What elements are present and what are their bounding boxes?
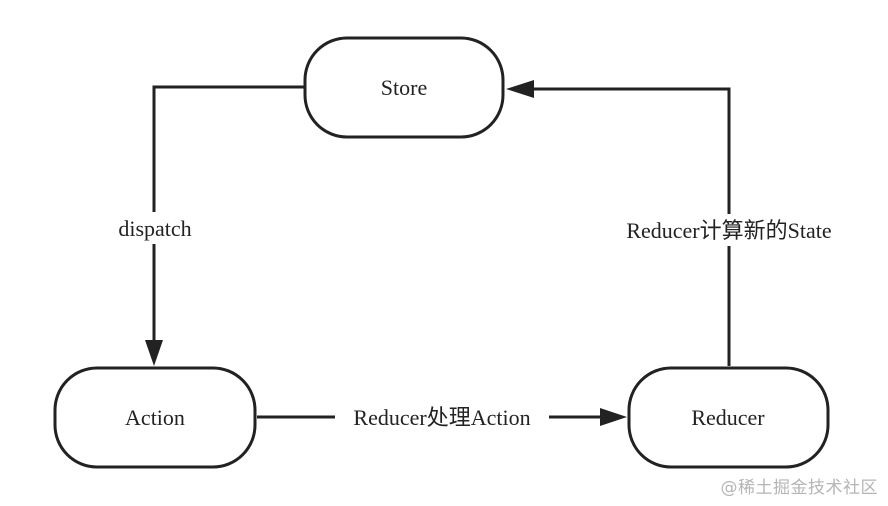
node-reducer-shape [627,366,830,469]
edge-compute-label: Reducer计算新的State [626,218,831,243]
node-reducer-label: Reducer [691,405,765,430]
edge-dispatch-label-bg [108,212,202,244]
node-reducer: Reducer [627,366,830,469]
node-action-shape [53,366,257,469]
edge-process-arrowhead [600,408,627,426]
node-store: Store [303,36,505,139]
node-action: Action [53,366,257,469]
edge-dispatch-label: dispatch [118,216,191,241]
edge-process: Reducer处理Action [257,401,627,433]
edge-dispatch-line [152,85,305,342]
node-store-label: Store [381,75,427,100]
edge-compute-label-bg [606,214,852,246]
edge-compute-arrowhead [506,80,534,98]
edge-compute: Reducer计算新的State [506,80,852,366]
watermark-text: @稀土掘金技术社区 [720,478,878,498]
node-store-shape [303,36,505,139]
edge-dispatch: dispatch [108,85,305,366]
edge-process-label-bg [335,401,549,433]
node-action-label: Action [125,405,185,430]
edge-process-label: Reducer处理Action [353,405,530,430]
edge-dispatch-arrowhead [145,340,163,366]
edge-compute-line [530,87,731,366]
